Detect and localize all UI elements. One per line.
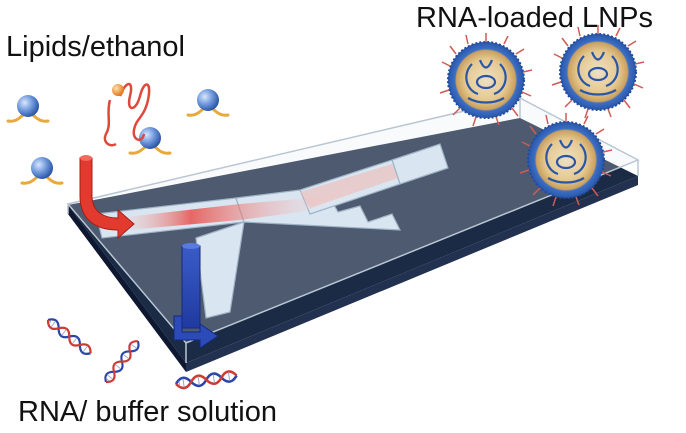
rna-loaded-lnps-label: RNA-loaded LNPs (416, 2, 653, 34)
rna-double-helix-icon (174, 369, 239, 391)
microfluidic-chip (66, 97, 640, 372)
lipid-molecule-icon (186, 87, 230, 117)
lipid-nanoparticle-icon (550, 23, 646, 120)
rna-double-helix-icon (101, 337, 143, 386)
lipids-ethanol-label: Lipids/ethanol (6, 31, 185, 63)
lipid-mixing-stream (100, 188, 360, 232)
lipid-molecule-icon (6, 93, 50, 123)
rna-double-helix-icon (44, 315, 95, 358)
mixed-stream (300, 164, 398, 208)
lipid-inlet-arrow (79, 155, 135, 240)
rna-inlet-arrow (173, 243, 219, 349)
lipid-molecules (6, 82, 230, 185)
chip-side-right (186, 176, 638, 372)
lipid-molecule-icon (20, 155, 64, 185)
rna-inlet-channel (195, 221, 245, 319)
cholesterol-lipid-icon (103, 82, 151, 147)
rna-buffer-solution-label: RNA/ buffer solution (18, 396, 277, 428)
chip-side-front (68, 205, 186, 372)
